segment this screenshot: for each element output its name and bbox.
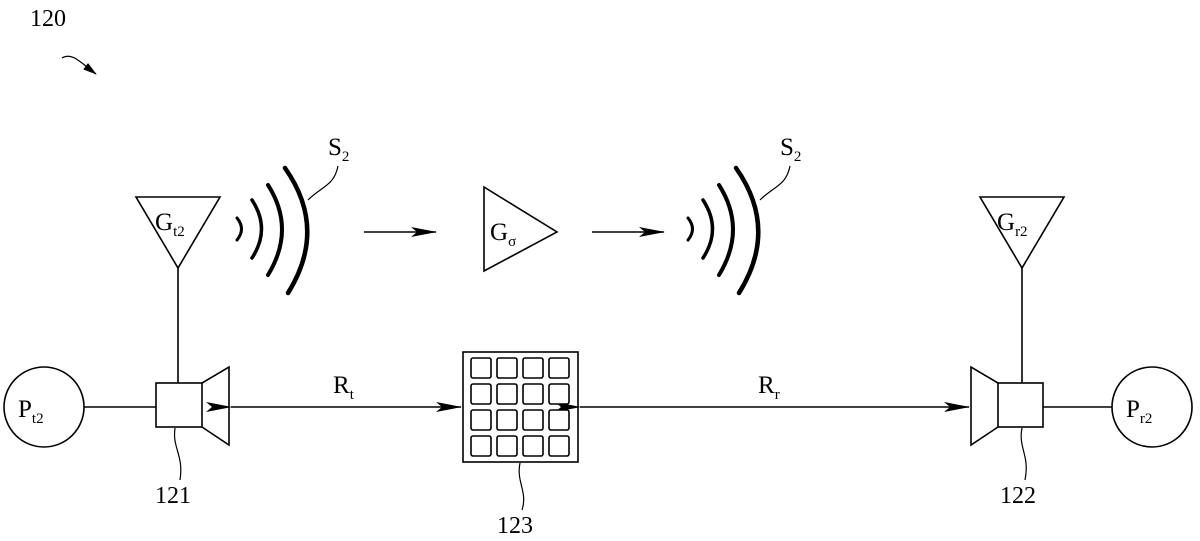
target-grid-cells	[470, 357, 570, 457]
emitted-wave-leader	[307, 165, 339, 201]
transmitter-ref: 121	[155, 483, 191, 509]
target-grid-array	[462, 351, 579, 463]
scattered-wave	[686, 165, 761, 296]
grid-cell	[470, 383, 492, 405]
transmitter-leader	[173, 427, 182, 481]
transmit-antenna: Gt2	[134, 196, 222, 383]
transmit-power-source: Pt2	[3, 366, 85, 448]
emitted-wave	[235, 165, 310, 296]
receive-range-label: Rr	[758, 372, 780, 403]
transmit-range-label: Rt	[333, 372, 355, 403]
receiver-horn	[970, 365, 1044, 447]
grid-cell	[548, 383, 570, 405]
figure-number: 120	[30, 6, 66, 32]
grid-cell	[522, 435, 544, 457]
transmit-antenna-gain-label: Gt2	[155, 209, 185, 240]
grid-cell	[470, 409, 492, 431]
grid-cell	[496, 409, 518, 431]
grid-cell	[548, 357, 570, 379]
grid-cell	[470, 357, 492, 379]
receiver-leader	[1020, 427, 1027, 481]
grid-cell	[496, 435, 518, 457]
grid-cell	[496, 383, 518, 405]
target-leader	[518, 462, 525, 511]
grid-cell	[522, 409, 544, 431]
scattered-wave-leader	[759, 165, 791, 201]
grid-cell	[522, 357, 544, 379]
grid-cell	[470, 435, 492, 457]
transmitter-horn	[155, 365, 230, 447]
receive-power-sink: Pr2	[1111, 366, 1193, 448]
figure-number-pointer	[61, 55, 97, 75]
emitted-signal-label: S2	[328, 134, 349, 165]
receiver-ref: 122	[1000, 483, 1036, 509]
receive-antenna: Gr2	[978, 196, 1066, 383]
receive-power-label: Pr2	[1126, 396, 1152, 427]
target-gain-label: Gσ	[490, 219, 516, 250]
target-ref: 123	[497, 513, 533, 539]
grid-cell	[496, 357, 518, 379]
grid-cell	[548, 409, 570, 431]
transmit-power-label: Pt2	[18, 396, 44, 427]
grid-cell	[522, 383, 544, 405]
grid-cell	[548, 435, 570, 457]
target-gain-block: Gσ	[483, 185, 559, 273]
scattered-signal-label: S2	[780, 134, 801, 165]
receive-antenna-gain-label: Gr2	[997, 209, 1028, 240]
